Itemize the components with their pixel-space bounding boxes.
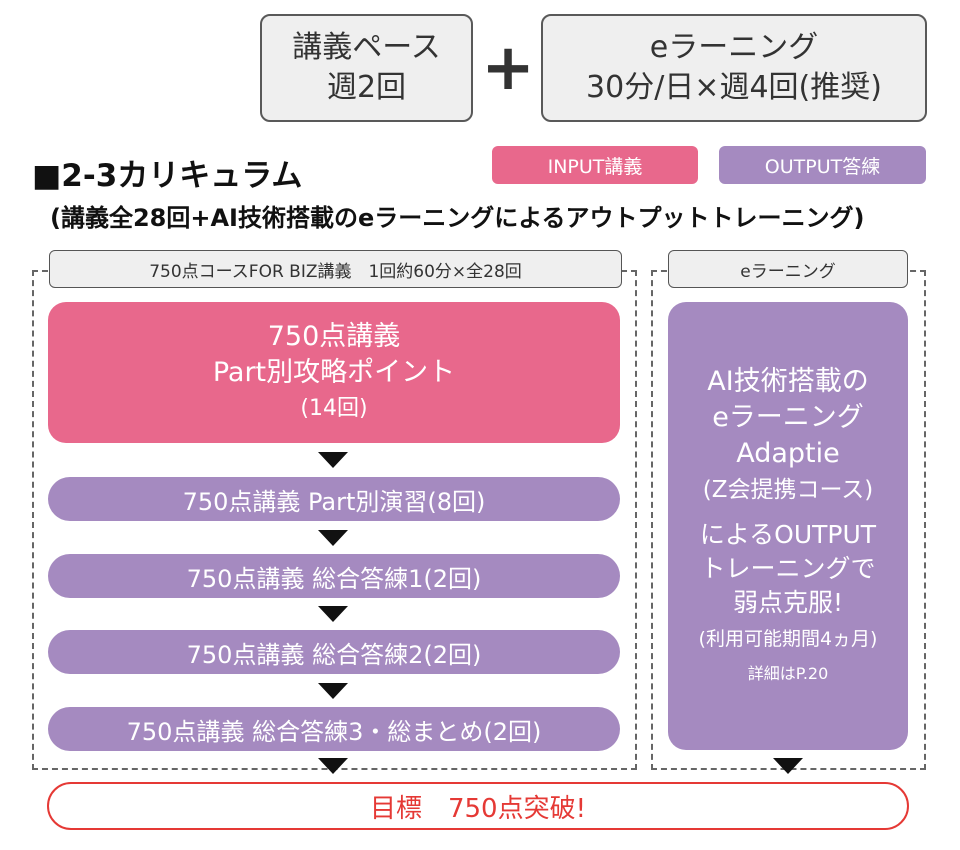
elearning-card-line2: eラーニング bbox=[712, 402, 864, 433]
down-arrow-icon bbox=[318, 606, 348, 622]
input-lecture-card: 750点講義 Part別攻略ポイント (14回) bbox=[48, 302, 620, 443]
course-header: 750点コースFOR BIZ講義 1回約60分×全28回 bbox=[49, 250, 622, 288]
lecture-pace-line2: 週2回 bbox=[326, 70, 407, 105]
elearning-card-line5: によるOUTPUT bbox=[699, 520, 877, 549]
down-arrow-icon bbox=[318, 758, 348, 774]
elearning-card-line4: (Z会提携コース) bbox=[702, 477, 874, 503]
step-comprehensive-1: 750点講義 総合答練1(2回) bbox=[48, 554, 620, 598]
goal-banner: 目標 750点突破! bbox=[47, 782, 909, 830]
legend-output-tag: OUTPUT答練 bbox=[719, 146, 926, 184]
lecture-pace-line1: 講義ペース bbox=[292, 30, 441, 65]
step-comprehensive-2: 750点講義 総合答練2(2回) bbox=[48, 630, 620, 674]
input-card-line3: (14回) bbox=[300, 395, 368, 421]
elearning-card-line1: AI技術搭載の bbox=[707, 366, 869, 397]
down-arrow-icon bbox=[773, 758, 803, 774]
down-arrow-icon bbox=[318, 683, 348, 699]
elearning-card-line7: 弱点克服! bbox=[732, 588, 844, 617]
input-card-line1: 750点講義 bbox=[267, 320, 401, 352]
elearning-pace-line2: 30分/日×週4回(推奨) bbox=[586, 70, 882, 105]
elearning-card: AI技術搭載の eラーニング Adaptie (Z会提携コース) によるOUTP… bbox=[668, 302, 908, 750]
elearning-card-line8: (利用可能期間4ヵ月) bbox=[698, 628, 878, 650]
plus-sign: + bbox=[481, 31, 535, 105]
section-subtitle: (講義全28回+AI技術搭載のeラーニングによるアウトプットトレーニング) bbox=[50, 204, 865, 232]
input-card-line2: Part別攻略ポイント bbox=[212, 356, 456, 388]
down-arrow-icon bbox=[318, 452, 348, 468]
lecture-pace-box: 講義ペース 週2回 bbox=[260, 14, 473, 122]
elearning-pace-line1: eラーニング bbox=[649, 30, 819, 65]
elearning-pace-box: eラーニング 30分/日×週4回(推奨) bbox=[541, 14, 927, 122]
elearning-header: eラーニング bbox=[668, 250, 908, 288]
step-part-practice: 750点講義 Part別演習(8回) bbox=[48, 477, 620, 521]
step-comprehensive-3: 750点講義 総合答練3・総まとめ(2回) bbox=[48, 707, 620, 751]
elearning-card-line3: Adaptie bbox=[736, 438, 840, 469]
legend-input-tag: INPUT講義 bbox=[492, 146, 698, 184]
elearning-card-line9: 詳細はP.20 bbox=[747, 664, 829, 683]
section-title: ■2-3カリキュラム bbox=[32, 158, 303, 194]
elearning-card-line6: トレーニングで bbox=[700, 554, 876, 583]
down-arrow-icon bbox=[318, 530, 348, 546]
